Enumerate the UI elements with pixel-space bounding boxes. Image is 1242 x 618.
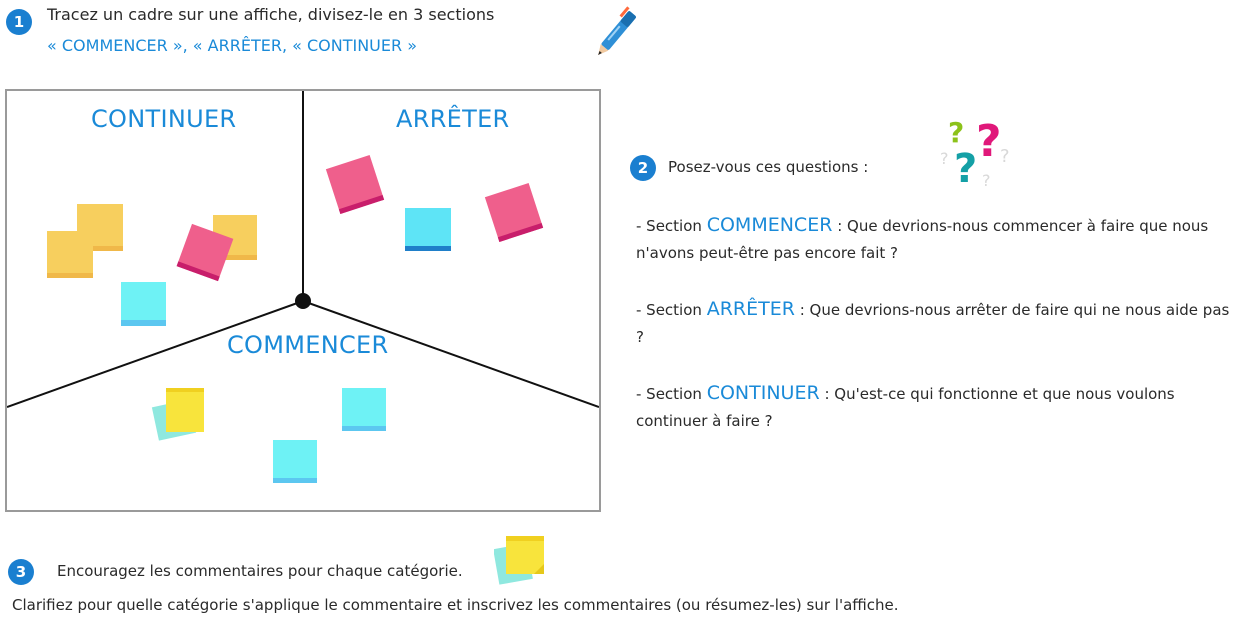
divider-center-dot bbox=[295, 293, 311, 309]
svg-text:?: ? bbox=[982, 171, 991, 190]
question-commencer: - Section COMMENCER : Que devrions-nous … bbox=[636, 214, 1209, 262]
svg-text:?: ? bbox=[940, 149, 949, 168]
keyword-commencer: COMMENCER bbox=[706, 214, 833, 236]
section-label-arreter: ARRÊTER bbox=[396, 105, 510, 133]
question-marks-icon: ? ? ? ? ? ? bbox=[940, 116, 1010, 192]
sticky-note bbox=[121, 282, 166, 326]
pen-icon bbox=[598, 6, 636, 56]
section-label-continuer: CONTINUER bbox=[91, 105, 237, 133]
question-arreter: - Section ARRÊTER : Que devrions-nous ar… bbox=[636, 298, 1230, 346]
step-3-clarification: Clarifiez pour quelle catégorie s'appliq… bbox=[12, 596, 899, 614]
section-label-commencer: COMMENCER bbox=[227, 331, 389, 359]
step-1-badge: 1 bbox=[6, 9, 32, 35]
keyword-continuer: CONTINUER bbox=[706, 382, 820, 404]
sticky-note bbox=[342, 388, 386, 431]
sticky-notes-icon bbox=[494, 536, 544, 585]
poster-frame: CONTINUER ARRÊTER COMMENCER bbox=[5, 89, 601, 512]
step-1-sections-list: « COMMENCER », « ARRÊTER, « CONTINUER » bbox=[47, 36, 417, 55]
step-3-badge: 3 bbox=[8, 559, 34, 585]
step-1-instruction: Tracez un cadre sur une affiche, divisez… bbox=[47, 5, 495, 24]
step-3-instruction: Encouragez les commentaires pour chaque … bbox=[57, 562, 463, 580]
sticky-note bbox=[47, 231, 93, 278]
keyword-arreter: ARRÊTER bbox=[706, 298, 795, 320]
svg-text:?: ? bbox=[1000, 146, 1010, 167]
sticky-note bbox=[405, 208, 451, 251]
svg-text:?: ? bbox=[954, 146, 977, 192]
question-continuer: - Section CONTINUER : Qu'est-ce qui fonc… bbox=[636, 382, 1175, 430]
poster-dividers bbox=[7, 91, 599, 408]
step-2-badge: 2 bbox=[630, 155, 656, 181]
sticky-note bbox=[273, 440, 317, 483]
svg-text:?: ? bbox=[948, 116, 964, 149]
sticky-note bbox=[166, 388, 204, 432]
svg-text:?: ? bbox=[976, 116, 1002, 167]
step-2-heading: Posez-vous ces questions : bbox=[668, 158, 869, 176]
